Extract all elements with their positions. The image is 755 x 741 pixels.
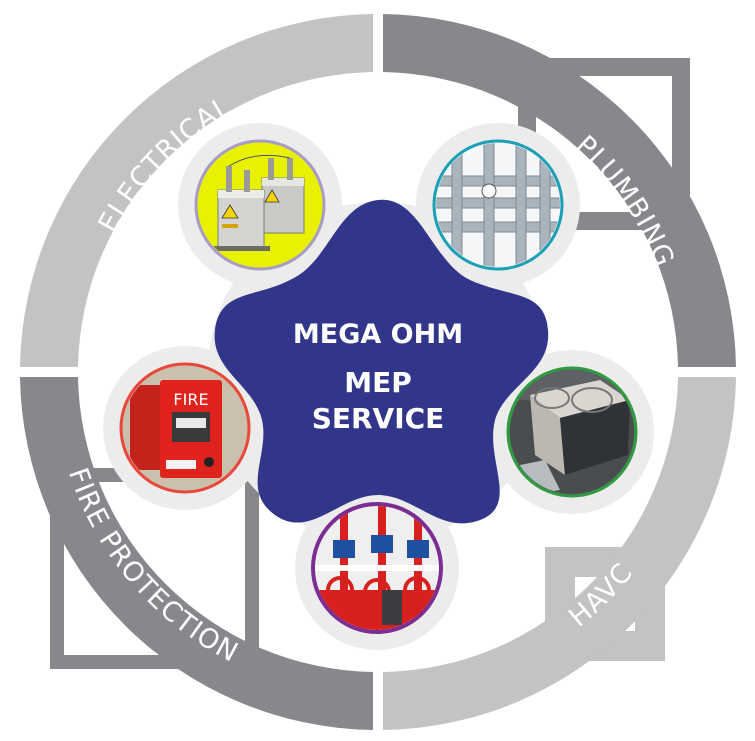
ring-segment-electrical[interactable] bbox=[20, 14, 373, 367]
electrical-circle[interactable] bbox=[194, 139, 326, 271]
transformer-icon bbox=[212, 154, 305, 251]
center-title-line3: SERVICE bbox=[312, 402, 445, 435]
outer-ring bbox=[20, 14, 736, 730]
ring-segment-hvac[interactable] bbox=[383, 377, 736, 730]
fire-alarm-icon: FIRE bbox=[130, 380, 222, 478]
hvac-circle[interactable] bbox=[505, 366, 645, 500]
pipes-icon bbox=[436, 143, 560, 267]
center-title-line1: MEGA OHM bbox=[293, 319, 463, 350]
fire-alarm-circle[interactable]: FIRE bbox=[119, 362, 251, 494]
ring-segment-plumbing[interactable] bbox=[383, 14, 736, 367]
plumbing-circle[interactable] bbox=[430, 139, 570, 271]
center-title-line2: MEP bbox=[344, 366, 412, 399]
fire-label: FIRE bbox=[173, 390, 208, 409]
ring-segment-fire-protection[interactable] bbox=[20, 377, 373, 730]
sprinkler-circle[interactable] bbox=[310, 500, 450, 640]
center-blob bbox=[214, 199, 549, 524]
